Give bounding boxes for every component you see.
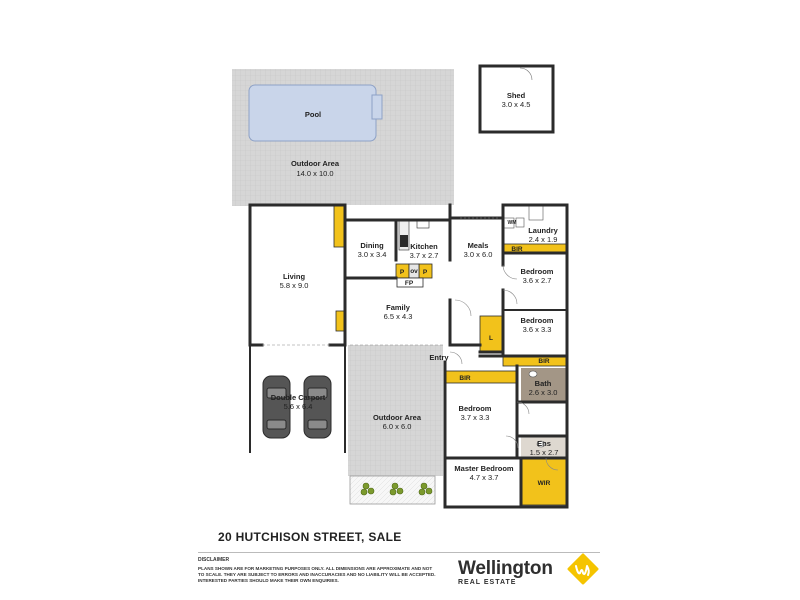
- property-address: 20 HUTCHISON STREET, SALE: [218, 530, 402, 544]
- brand-sub: REAL ESTATE: [458, 579, 517, 586]
- entry-label: Entry: [429, 353, 449, 362]
- bath-fixtures: [503, 205, 546, 448]
- outdoor-area-bottom: [348, 345, 443, 476]
- double-carport-label: Double Carport: [271, 393, 326, 402]
- outdoor-area-bottom-label: Outdoor Area: [373, 413, 422, 422]
- living-size: 5.8 x 9.0: [280, 281, 309, 290]
- ens-label: Ens: [537, 439, 551, 448]
- garden-plants: [360, 482, 433, 496]
- linen-label: L: [489, 335, 493, 342]
- walls: [248, 203, 569, 509]
- doors: [262, 217, 559, 471]
- bath-label: Bath: [535, 379, 552, 388]
- fireplace: [396, 277, 424, 288]
- bir-label-bedroom: BIR: [459, 375, 471, 382]
- disclaimer-title: DISCLAIMER: [198, 557, 230, 563]
- brand-block: Wellington REAL ESTATE: [458, 558, 553, 587]
- pool-label: Pool: [305, 110, 321, 119]
- double-carport-size: 5.6 x 6.4: [284, 402, 313, 411]
- bedroom-c-label: Bedroom: [459, 404, 492, 413]
- carport-cars: [262, 375, 332, 439]
- bir-label-bath: BIR: [538, 358, 550, 365]
- shed-label: Shed: [507, 91, 526, 100]
- bir-label-laundry: BIR: [511, 246, 523, 253]
- master-bedroom-size: 4.7 x 3.7: [470, 473, 499, 482]
- bedroom-b-size: 3.6 x 3.3: [523, 325, 552, 334]
- ens-size: 1.5 x 2.7: [530, 448, 559, 457]
- meals-size: 3.0 x 6.0: [464, 250, 493, 259]
- pantry-label-left: P: [400, 269, 405, 276]
- ens: [521, 436, 567, 458]
- bedroom-b-label: Bedroom: [521, 316, 554, 325]
- shed-door: [519, 67, 533, 81]
- outdoor-area-top-label: Outdoor Area: [291, 159, 340, 168]
- bath: [521, 368, 567, 402]
- meals-label: Meals: [468, 241, 489, 250]
- family-label: Family: [386, 303, 411, 312]
- family-size: 6.5 x 4.3: [384, 312, 413, 321]
- master-bedroom-label: Master Bedroom: [454, 464, 514, 473]
- pool-step: [371, 94, 383, 120]
- laundry-size: 2.4 x 1.9: [529, 235, 558, 244]
- living-label: Living: [283, 272, 306, 281]
- stovetop: [400, 235, 408, 247]
- kitchen-label: Kitchen: [410, 242, 438, 251]
- oven-label: ov: [410, 268, 418, 275]
- dining-size: 3.0 x 3.4: [358, 250, 387, 259]
- bedroom-a-size: 3.6 x 2.7: [523, 276, 552, 285]
- outdoor-area-top-size: 14.0 x 10.0: [296, 169, 333, 178]
- bedroom-c-size: 3.7 x 3.3: [461, 413, 490, 422]
- dining-label: Dining: [360, 241, 384, 250]
- bath-size: 2.6 x 3.0: [529, 388, 558, 397]
- shed: [478, 64, 555, 134]
- wellington-w-logo-icon: [567, 553, 599, 585]
- kitchen-size: 3.7 x 2.7: [410, 251, 439, 260]
- laundry-label: Laundry: [528, 226, 558, 235]
- brand-name: Wellington: [458, 558, 553, 579]
- pantry-label-right: P: [423, 269, 428, 276]
- wm-label: WM: [508, 220, 517, 226]
- disclaimer-text: Plans shown are for marketing purposes o…: [198, 566, 436, 583]
- footer-divider: [198, 552, 600, 553]
- wir-label: WIR: [538, 480, 551, 487]
- fp-label: FP: [405, 280, 414, 287]
- bedroom-a-label: Bedroom: [521, 267, 554, 276]
- outdoor-area-bottom-size: 6.0 x 6.0: [383, 422, 412, 431]
- shed-size: 3.0 x 4.5: [502, 100, 531, 109]
